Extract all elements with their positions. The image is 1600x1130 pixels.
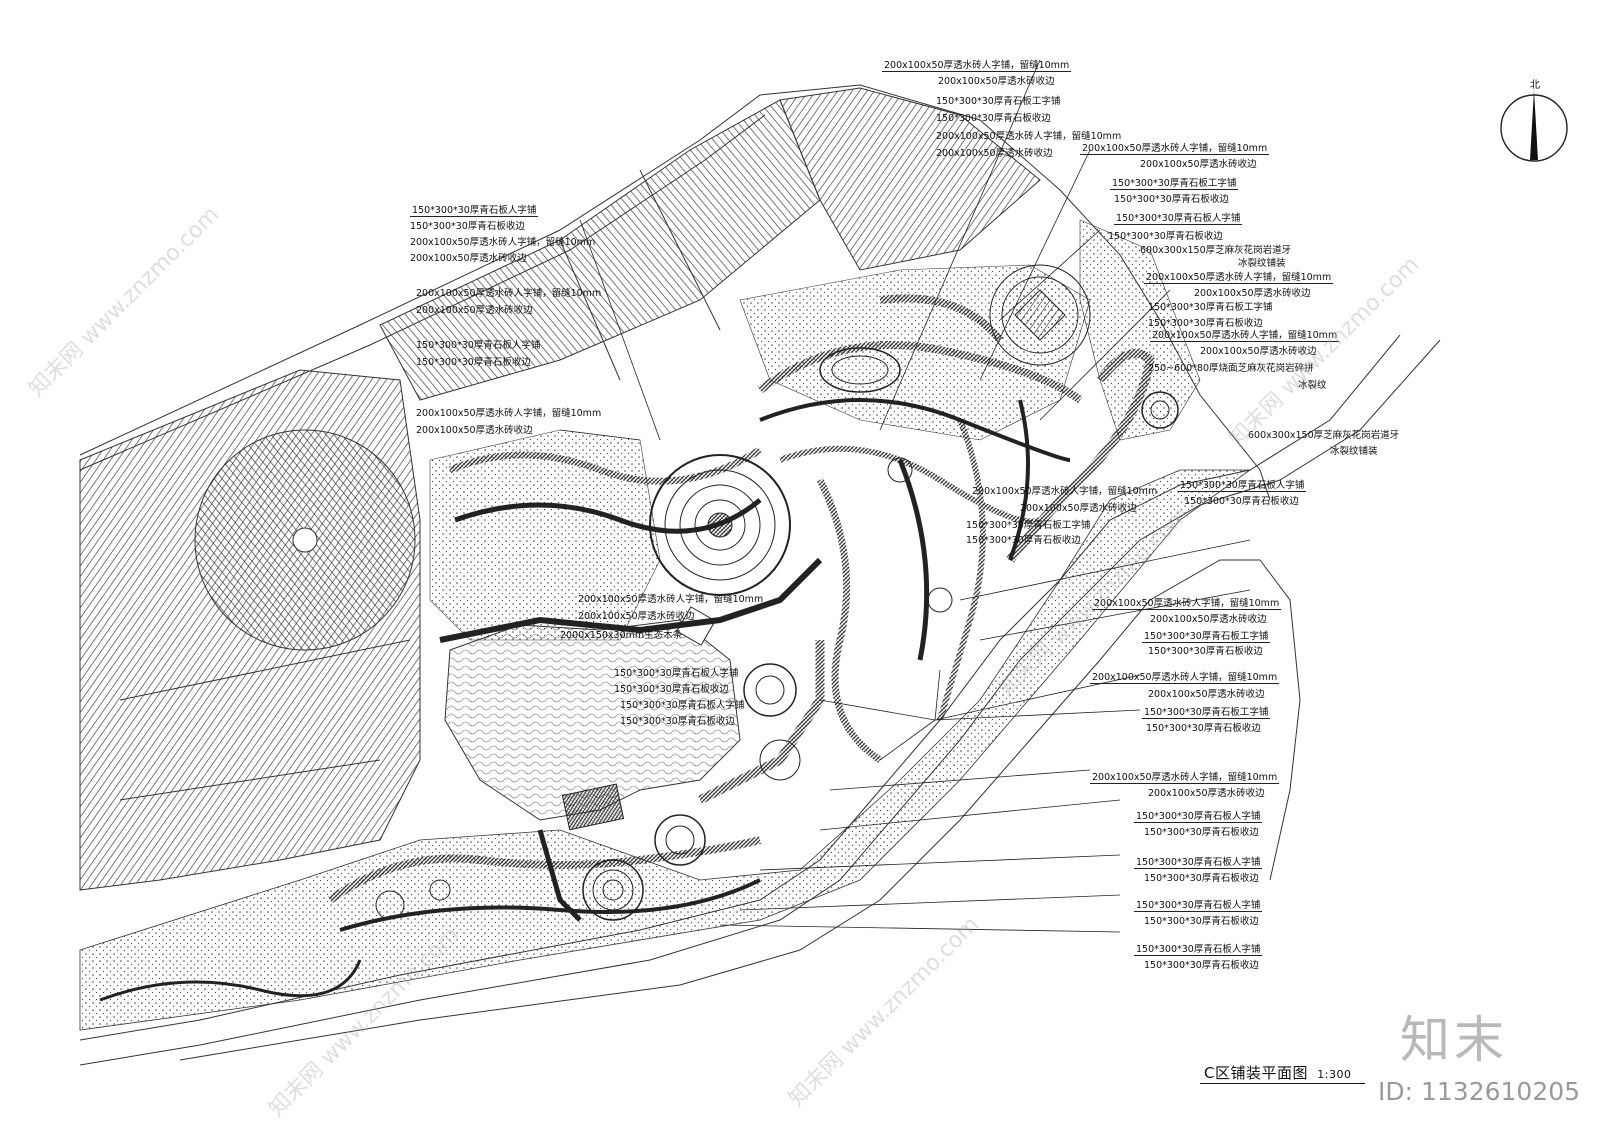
annotation: 150*300*30厚青石板收边 [1146, 723, 1261, 734]
plan-title-text: C区铺装平面图 [1204, 1064, 1308, 1082]
annotation: 150*300*30厚青石板收边 [1144, 960, 1259, 971]
north-arrow-icon [1500, 90, 1568, 162]
paving-bands [99, 294, 1155, 1002]
annotation: 150*300*30厚青石板收边 [1114, 194, 1229, 205]
annotation: 150*300*30厚青石板工字铺 [1110, 178, 1239, 190]
annotation: 200x100x50厚透水砖收边 [1148, 788, 1265, 799]
annotation: 150*300*30厚青石板工字铺 [936, 96, 1061, 107]
annotation: 200x100x50厚透水砖收边 [1140, 159, 1257, 170]
annotation: 600x300x150厚芝麻灰花岗岩道牙 [1140, 245, 1292, 256]
annotation: 200x100x50厚透水砖人字铺，留缝10mm [416, 408, 602, 419]
annotation: 150*300*30厚青石板人字铺 [1134, 944, 1263, 956]
annotation: 150*300*30厚青石板收边 [1144, 873, 1259, 884]
annotation: 150*300*30厚青石板收边 [1108, 231, 1223, 242]
annotation: 200x100x50厚透水砖收边 [1194, 288, 1311, 299]
annotation: 150*300*30厚青石板人字铺 [614, 668, 739, 679]
annotation: 600x300x150厚芝麻灰花岗岩道牙 [1248, 430, 1400, 441]
striped-fields [79, 87, 1041, 891]
annotation: 150*300*30厚青石板人字铺 [1134, 811, 1263, 823]
annotation: 150*300*30厚青石板人字铺 [620, 700, 745, 711]
annotation: 150*300*30厚青石板工字铺 [1142, 631, 1271, 643]
annotation: 200x100x50厚透水砖人字铺，留缝10mm [1092, 598, 1282, 610]
annotation: 200x100x50厚透水砖人字铺，留缝10mm [410, 237, 596, 248]
annotation: 150*300*30厚青石板人字铺 [1134, 900, 1263, 912]
annotation: 200x100x50厚透水砖收边 [410, 253, 527, 264]
brand-watermark: 知末 [1400, 1011, 1508, 1069]
annotation: 150*300*30厚青石板收边 [1148, 646, 1263, 657]
annotation: 150*300*30厚青石板工字铺 [1148, 302, 1273, 313]
annotation: 150*300*30厚青石板人字铺 [1134, 857, 1263, 869]
annotation: 冰裂纹铺装 [1238, 258, 1286, 269]
annotation: 200x100x50厚透水砖人字铺，留缝10mm [1090, 772, 1280, 784]
annotation: 200x100x50厚透水砖人字铺，留缝10mm [936, 131, 1122, 142]
annotation: 150*300*30厚青石板工字铺 [1142, 707, 1271, 719]
annotation: 200x100x50厚透水砖人字铺，留缝10mm [1080, 143, 1270, 155]
annotation: 200x100x50厚透水砖收边 [1020, 503, 1137, 514]
annotation: 150*300*30厚青石板人字铺 [410, 205, 539, 217]
annotation: 200x100x50厚透水砖人字铺，留缝10mm [882, 60, 1072, 72]
annotation: 150*300*30厚青石板收边 [936, 113, 1051, 124]
annotation: 150*300*30厚青石板人字铺 [1178, 480, 1307, 492]
annotation: 200x100x50厚透水砖人字铺，留缝10mm [1150, 330, 1340, 342]
annotation: 150*300*30厚青石板收边 [614, 684, 729, 695]
annotation: 200x100x50厚透水砖人字铺，留缝10mm [1090, 672, 1280, 684]
annotation: 150*300*30厚青石板收边 [416, 357, 531, 368]
title-underline [1200, 1083, 1365, 1084]
annotation: 200x100x50厚透水砖收边 [416, 425, 533, 436]
annotation: 200x100x50厚透水砖收边 [936, 148, 1053, 159]
circular-features [375, 264, 1179, 921]
annotation: 200x100x50厚透水砖人字铺，留缝10mm [416, 288, 602, 299]
annotation: 200x100x50厚透水砖收边 [938, 76, 1055, 87]
annotation: 200x100x50厚透水砖人字铺，留缝10mm [972, 486, 1158, 497]
annotation: 150*300*30厚青石板人字铺 [1114, 213, 1243, 225]
annotation: 150*300*30厚青石板收边 [1144, 827, 1259, 838]
pond-area [444, 606, 741, 831]
leader-lines [559, 59, 1251, 933]
id-watermark: ID: 1132610205 [1378, 1077, 1581, 1106]
annotation: 250~600*80厚烧面芝麻灰花岗岩碎拼 [1148, 363, 1314, 374]
plan-title: C区铺装平面图 1:300 [1204, 1062, 1351, 1083]
annotation: 200x100x50厚透水砖收边 [1150, 614, 1267, 625]
annotation: 150*300*30厚青石板收边 [620, 716, 735, 727]
annotation: 150*300*30厚青石板人字铺 [416, 340, 541, 351]
annotation: 150*300*30厚青石板收边 [1184, 496, 1299, 507]
plan-scale: 1:300 [1317, 1068, 1352, 1081]
annotation: 200x100x50厚透水砖人字铺，留缝10mm [578, 594, 764, 605]
annotation: 200x100x50厚透水砖收边 [578, 611, 695, 622]
annotation: 200x100x50厚透水砖收边 [1200, 346, 1317, 357]
annotation: 200x100x50厚透水砖收边 [1148, 689, 1265, 700]
annotation: 200x100x50厚透水砖收边 [416, 305, 533, 316]
north-label: 北 [1530, 80, 1540, 91]
annotation: 150*300*30厚青石板收边 [1148, 318, 1263, 329]
annotation: 2000x150x30mm生态木条 [560, 630, 683, 641]
annotation: 150*300*30厚青石板收边 [1144, 916, 1259, 927]
annotation: 150*300*30厚青石板收边 [410, 221, 525, 232]
annotation: 150*300*30厚青石板工字铺 [966, 520, 1091, 531]
annotation: 150*300*30厚青石板收边 [966, 535, 1081, 546]
annotation: 冰裂纹 [1298, 380, 1327, 391]
annotation: 200x100x50厚透水砖人字铺，留缝10mm [1144, 272, 1334, 284]
annotation: 冰裂纹铺装 [1330, 446, 1378, 457]
